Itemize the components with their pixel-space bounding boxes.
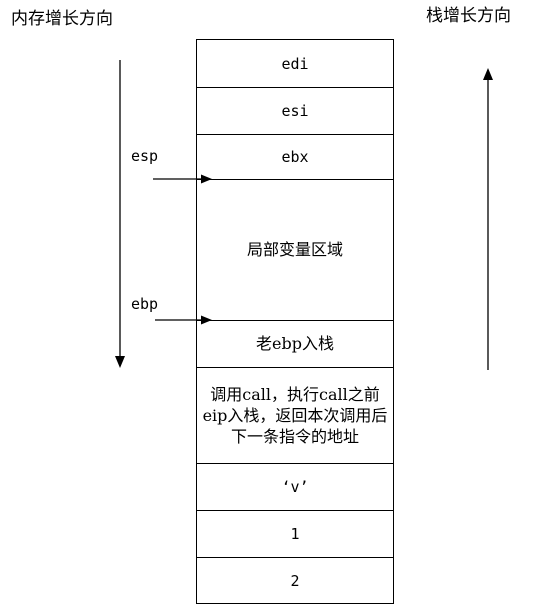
stack-cell-edi: edi bbox=[197, 40, 393, 88]
stack-growth-caption: 栈增长方向 bbox=[426, 6, 511, 26]
stack-cell-ebx: ebx bbox=[197, 135, 393, 180]
esp-label: esp bbox=[131, 147, 159, 165]
ebp-label: ebp bbox=[131, 295, 159, 313]
stack-growth-arrow bbox=[483, 68, 493, 370]
stack-cell-arg-v: ‘v’ bbox=[197, 464, 393, 511]
stack-cell-old-ebp: 老ebp入栈 bbox=[197, 321, 393, 368]
stack-frame: edi esi ebx 局部变量区域 老ebp入栈 调用call，执行call之… bbox=[196, 39, 394, 604]
stack-cell-arg-2: 2 bbox=[290, 572, 300, 590]
memory-growth-arrow bbox=[115, 60, 125, 368]
memory-growth-caption: 内存增长方向 bbox=[11, 9, 113, 29]
stack-cell-esi: esi bbox=[197, 88, 393, 135]
stack-cell-arg-1: 1 bbox=[197, 511, 393, 558]
stack-cell-return-address: 调用call，执行call之前eip入栈，返回本次调用后下一条指令的地址 bbox=[197, 368, 393, 464]
stack-cell-local-variables: 局部变量区域 bbox=[197, 180, 393, 321]
